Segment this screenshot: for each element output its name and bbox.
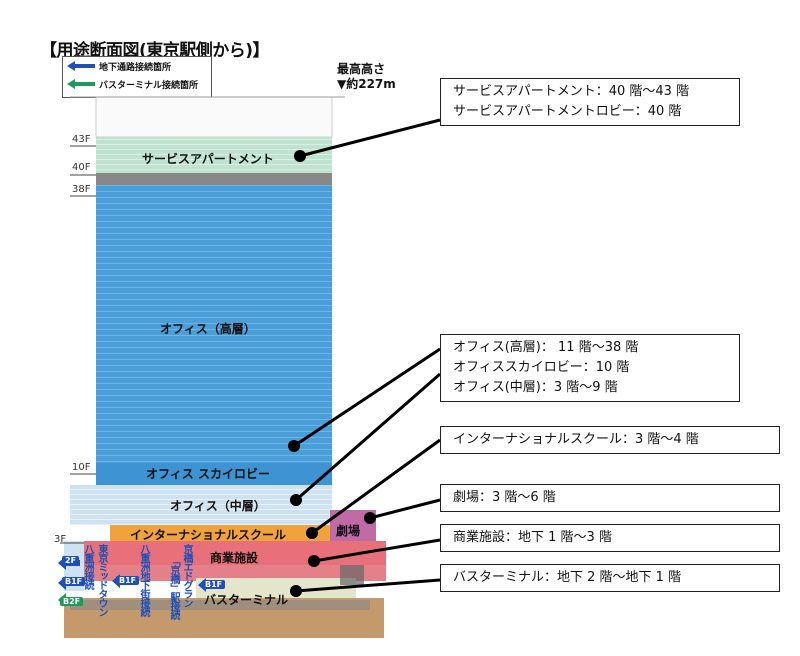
bus-terminal-zone bbox=[196, 578, 356, 598]
callout-line: インターナショナルスクール：3 階〜4 階 bbox=[453, 432, 699, 447]
floor-label-b1f-right: B1F bbox=[202, 580, 226, 589]
height-value: ▼約227m bbox=[337, 77, 396, 91]
arrow-left-icon bbox=[67, 61, 95, 74]
floor-label-3f: 3F bbox=[54, 534, 67, 545]
label-office-high: オフィス（高層） bbox=[160, 322, 256, 336]
label-commercial: 商業施設 bbox=[210, 551, 259, 565]
legend-bus-label: バスターミナル接続箇所 bbox=[99, 81, 199, 91]
floor-label-38f: 38F bbox=[72, 184, 91, 195]
callout-line: オフィス(中層)：3 階〜9 階 bbox=[453, 380, 618, 395]
office-high-zone bbox=[96, 185, 332, 463]
callout-line: オフィス(高層)： 11 階〜38 階 bbox=[453, 340, 639, 355]
legend-underground-label: 地下通路接続箇所 bbox=[99, 63, 172, 73]
callout-line: サービスアパートメントロビー：40 階 bbox=[453, 104, 682, 119]
label-yaesu-connection: 八重洲接続 bbox=[82, 544, 93, 589]
legend-underground: 地下通路接続箇所 bbox=[67, 60, 171, 74]
school-zone bbox=[110, 525, 332, 541]
arrow-left-icon bbox=[67, 79, 95, 92]
legend-bus: バスターミナル接続箇所 bbox=[67, 78, 198, 92]
label-service-apartment: サービスアパートメント bbox=[142, 152, 274, 166]
floor-label-10f: 10F bbox=[72, 462, 91, 473]
callout-bus: バスターミナル：地下 2 階〜地下 1 階 bbox=[440, 564, 780, 592]
sky-lobby-zone bbox=[96, 463, 332, 485]
floor-label-43f: 43F bbox=[72, 134, 91, 145]
floor-label-2f: 2F bbox=[62, 556, 80, 565]
height-indicator: 最高高さ ▼約227m bbox=[337, 62, 396, 92]
label-kyobashi-edgrand: 京橋エドグラン bbox=[181, 544, 192, 607]
height-label: 最高高さ bbox=[337, 62, 386, 76]
label-bus-terminal: バスターミナル bbox=[204, 593, 289, 607]
label-school: インターナショナルスクール bbox=[130, 528, 287, 542]
callout-apartment: サービスアパートメント：40 階〜43 階 サービスアパートメントロビー：40 … bbox=[440, 78, 740, 126]
callout-commercial: 商業施設：地下 1 階〜3 階 bbox=[440, 524, 780, 552]
floor-label-b1f-mid: B1F bbox=[116, 576, 140, 585]
floor-label-b2f: B2F bbox=[60, 597, 84, 606]
label-sky-lobby: オフィス スカイロビー bbox=[146, 467, 270, 481]
callout-line: オフィススカイロビー：10 階 bbox=[453, 360, 630, 375]
commercial-lower bbox=[84, 565, 386, 581]
callout-line: サービスアパートメント：40 階〜43 階 bbox=[453, 84, 690, 99]
mechanical-floor bbox=[96, 173, 332, 185]
callout-line: 劇場：3 階〜6 階 bbox=[453, 490, 556, 505]
apartment-zone bbox=[96, 137, 332, 173]
callout-school: インターナショナルスクール：3 階〜4 階 bbox=[440, 426, 780, 454]
commercial-zone bbox=[84, 541, 386, 565]
office-mid-zone bbox=[70, 485, 332, 525]
floor-label-40f: 40F bbox=[72, 162, 91, 173]
floor-label-b1f: B1F bbox=[62, 577, 86, 586]
callout-theater: 劇場：3 階〜6 階 bbox=[440, 484, 780, 512]
callout-office: オフィス(高層)： 11 階〜38 階 オフィススカイロビー：10 階 オフィス… bbox=[440, 334, 740, 402]
callout-line: 商業施設：地下 1 階〜3 階 bbox=[453, 530, 612, 545]
crown bbox=[95, 96, 333, 138]
callout-line: バスターミナル：地下 2 階〜地下 1 階 bbox=[453, 570, 682, 585]
label-yaesu-chikagai: 八重洲地下街接続 bbox=[138, 544, 149, 616]
label-theater: 劇場 bbox=[336, 524, 361, 538]
label-office-mid: オフィス（中層） bbox=[170, 499, 266, 513]
label-midtown: 東京ミッドタウン bbox=[96, 544, 107, 616]
label-kyobashi-station: 「京橋」駅接続 bbox=[168, 556, 179, 619]
